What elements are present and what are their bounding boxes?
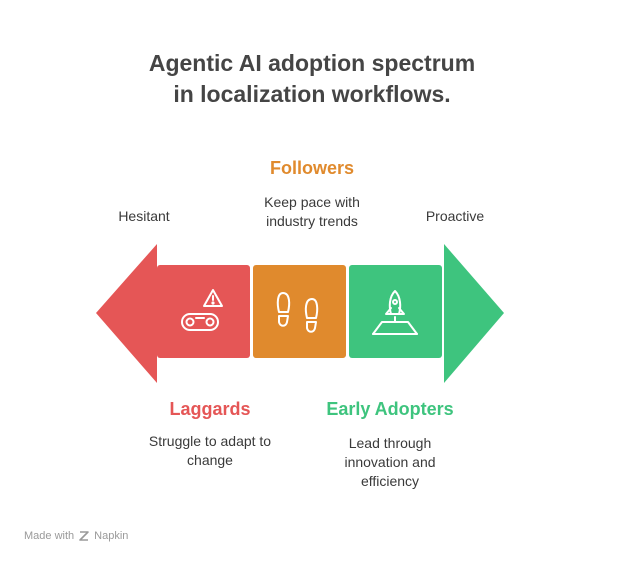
followers-description: Keep pace with industry trends bbox=[212, 193, 412, 231]
conveyor-warning-icon bbox=[181, 289, 223, 331]
early-adopters-desc-line-3: efficiency bbox=[360, 473, 420, 489]
followers-desc-line-1: Keep pace with bbox=[264, 194, 360, 210]
title-line-2: in localization workflows. bbox=[173, 81, 451, 107]
early-adopters-title: Early Adopters bbox=[326, 399, 454, 419]
diagram-title: Agentic AI adoption spectrum in localiza… bbox=[0, 48, 624, 110]
laggards-desc-line-1: Struggle to adapt to bbox=[148, 433, 272, 449]
footsteps-icon bbox=[276, 292, 319, 333]
laggards-block bbox=[157, 265, 250, 358]
followers-block bbox=[253, 265, 346, 358]
followers-desc-line-2: industry trends bbox=[266, 213, 358, 229]
early-adopters-desc-line-2: innovation and bbox=[344, 454, 436, 470]
right-end-label: Proactive bbox=[425, 208, 485, 224]
left-end-label: Hesitant bbox=[118, 208, 170, 224]
made-with-napkin-footer[interactable]: Made with Napkin bbox=[24, 530, 128, 542]
right-arrowhead bbox=[444, 244, 504, 383]
early-adopters-block bbox=[349, 265, 442, 358]
laggards-desc-line-2: change bbox=[187, 452, 233, 468]
laggards-description: Struggle to adapt to change bbox=[110, 432, 310, 470]
made-with-text: Made with bbox=[24, 530, 75, 542]
early-adopters-description: Lead through innovation and efficiency bbox=[290, 434, 490, 491]
laggards-title: Laggards bbox=[169, 399, 251, 419]
title-line-1: Agentic AI adoption spectrum bbox=[148, 50, 476, 76]
napkin-brand-text: Napkin bbox=[94, 530, 129, 542]
napkin-logo-icon bbox=[79, 531, 89, 541]
left-arrowhead bbox=[96, 244, 157, 383]
rocket-launch-icon bbox=[372, 290, 418, 335]
early-adopters-desc-line-1: Lead through bbox=[348, 435, 432, 451]
followers-title: Followers bbox=[269, 158, 354, 178]
